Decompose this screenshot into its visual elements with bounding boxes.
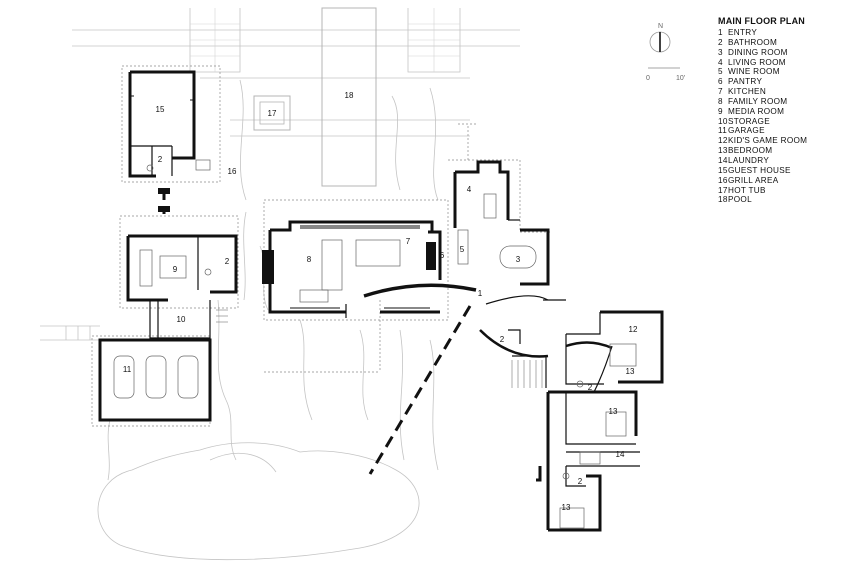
stairs [216, 309, 543, 388]
room-label-bedroom-1: 13 [626, 367, 635, 376]
legend-item: 17HOT TUB [718, 186, 807, 196]
scale-end-label: 10' [676, 75, 685, 82]
legend-item-name: ENTRY [728, 28, 758, 37]
north-arrow-icon [649, 31, 671, 53]
legend-item: 12KID'S GAME ROOM [718, 136, 807, 146]
legend-item-number: 15 [718, 165, 728, 175]
legend-item-number: 1 [718, 28, 723, 37]
legend-item-name: GUEST HOUSE [728, 165, 791, 175]
legend-item: 14LAUNDRY [718, 156, 807, 166]
legend-item-number: 3 [718, 47, 723, 57]
legend-item: 11GARAGE [718, 126, 807, 136]
legend-item: 18POOL [718, 195, 807, 205]
room-label-bedroom-2: 13 [609, 407, 618, 416]
room-label-grill: 16 [228, 167, 237, 176]
site-lines [40, 8, 520, 561]
room-label-garage: 11 [123, 365, 132, 374]
pool-area [253, 7, 377, 187]
room-labels: 15 2 16 17 18 9 2 10 11 8 7 6 5 4 3 1 2 … [123, 91, 638, 512]
legend-item-number: 8 [718, 96, 723, 106]
legend-item: 16GRILL AREA [718, 176, 807, 186]
legend-item: 1 ENTRY [718, 28, 807, 38]
legend-item-name: STORAGE [728, 116, 770, 126]
room-label-storage: 10 [177, 315, 186, 324]
legend-item: 13BEDROOM [718, 146, 807, 156]
legend-item: 7 KITCHEN [718, 87, 807, 97]
curved-walls [363, 283, 613, 393]
legend-item-number: 13 [718, 146, 728, 156]
stone-texture [190, 8, 460, 72]
room-label-bath-media: 2 [225, 257, 230, 266]
scale-start-label: 0 [646, 75, 650, 82]
room-label-laundry: 14 [616, 450, 625, 459]
room-label-entry: 1 [478, 289, 483, 298]
legend-item-number: 2 [718, 37, 723, 47]
legend-item-number: 11 [718, 126, 728, 136]
legend-item-name: MEDIA ROOM [728, 106, 785, 116]
legend-item-name: GARAGE [728, 126, 765, 136]
legend-item-name: GRILL AREA [728, 175, 779, 185]
legend-item-name: LIVING ROOM [728, 57, 786, 67]
legend-item: 15GUEST HOUSE [718, 166, 807, 176]
legend-item-name: DINING ROOM [728, 47, 788, 57]
legend-item-name: LAUNDRY [728, 155, 770, 165]
room-label-guest-house: 15 [156, 105, 165, 114]
legend-item-name: POOL [728, 195, 752, 205]
legend-item-name: BATHROOM [728, 37, 778, 47]
room-label-dining: 3 [516, 255, 521, 264]
room-label-family: 8 [307, 255, 312, 264]
walls [98, 70, 664, 532]
room-label-kitchen: 7 [406, 237, 411, 246]
legend-item-name: KID'S GAME ROOM [728, 136, 808, 146]
room-label-game: 12 [629, 325, 638, 334]
legend-item-number: 5 [718, 67, 723, 77]
furniture [113, 159, 637, 529]
room-label-bedroom-3: 13 [562, 503, 571, 512]
legend-item: 8 FAMILY ROOM [718, 97, 807, 107]
legend-item-name: HOT TUB [728, 185, 766, 195]
legend-item: 9 MEDIA ROOM [718, 107, 807, 117]
room-label-bath-bed3: 2 [578, 477, 583, 486]
legend-item: 2 BATHROOM [718, 38, 807, 48]
room-label-bath-entry: 2 [500, 335, 505, 344]
legend-item: 5 WINE ROOM [718, 67, 807, 77]
room-label-wine: 5 [460, 245, 465, 254]
windows [130, 95, 636, 453]
legend-title: MAIN FLOOR PLAN [718, 16, 805, 26]
legend-item-number: 4 [718, 57, 723, 67]
room-label-bath-bed1: 2 [588, 383, 593, 392]
legend-item: 3 DINING ROOM [718, 48, 807, 58]
legend-item-number: 6 [718, 77, 723, 87]
room-label-pantry: 6 [440, 251, 445, 260]
legend-item-number: 9 [718, 106, 723, 116]
legend-item: 6 PANTRY [718, 77, 807, 87]
solid-elements [158, 188, 436, 284]
legend-item-name: KITCHEN [728, 87, 767, 97]
legend-item-number: 18 [718, 195, 728, 205]
legend-item-number: 16 [718, 175, 728, 185]
legend-item-number: 7 [718, 87, 723, 97]
legend-item: 4 LIVING ROOM [718, 58, 807, 68]
legend-item-name: WINE ROOM [728, 67, 780, 77]
legend-item-number: 14 [718, 155, 728, 165]
north-label: N [658, 23, 663, 30]
legend-item-number: 12 [718, 136, 728, 146]
floor-plan-legend: MAIN FLOOR PLAN 1 ENTRY 2 BATHROOM 3 DINING R… [718, 16, 807, 205]
legend-item-name: BEDROOM [728, 146, 773, 156]
room-label-living: 4 [467, 185, 472, 194]
room-label-bath-guest: 2 [158, 155, 163, 164]
legend-item-number: 10 [718, 116, 728, 126]
room-label-pool: 18 [345, 91, 354, 100]
legend-item: 10STORAGE [718, 117, 807, 127]
room-label-hot-tub: 17 [268, 109, 277, 118]
room-label-media: 9 [173, 265, 178, 274]
legend-item-name: PANTRY [728, 77, 763, 87]
legend-item-number: 17 [718, 185, 728, 195]
legend-item-name: FAMILY ROOM [728, 96, 788, 106]
